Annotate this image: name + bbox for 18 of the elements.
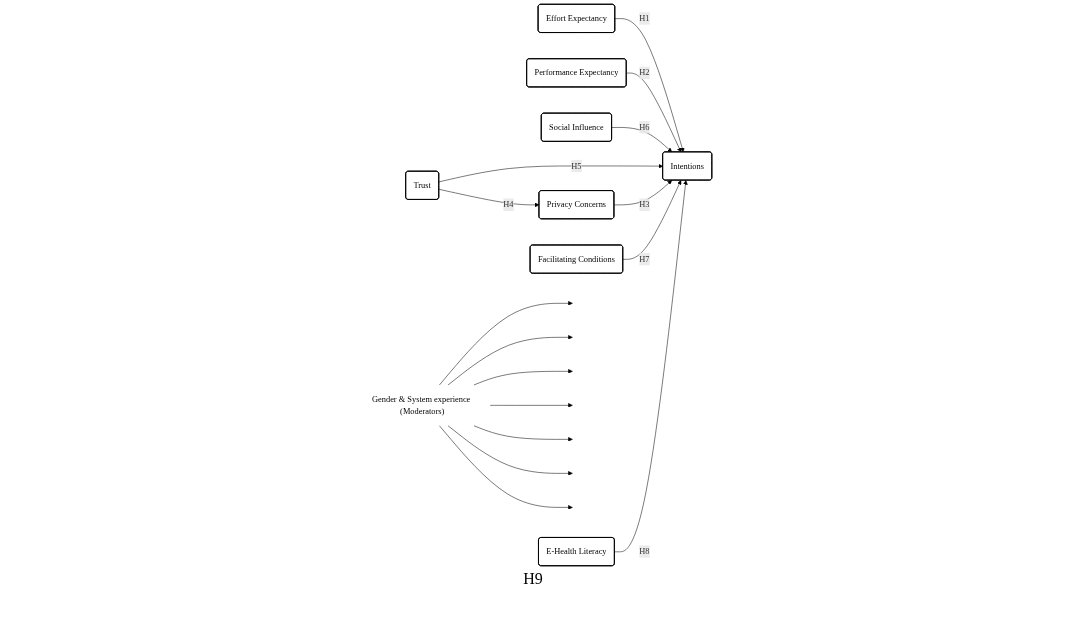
edge-label: H7 <box>639 254 650 264</box>
construct-box: Effort Expectancy <box>537 3 616 33</box>
hypothesis-label: H9 <box>523 570 543 587</box>
edge-label: H2 <box>639 68 650 78</box>
edge-label: H8 <box>639 546 650 556</box>
moderator-label: Gender & System experience (Moderators) <box>372 394 471 416</box>
edge-label: H4 <box>503 199 514 209</box>
construct-box: Trust <box>405 170 440 200</box>
edge-label: H1 <box>639 13 650 23</box>
construct-box: E-Health Literacy <box>538 537 615 567</box>
construct-box: Privacy Concerns <box>538 190 615 220</box>
construct-box: Performance Expectancy <box>526 58 627 88</box>
edge-label: H5 <box>571 161 582 171</box>
edge-label: H3 <box>639 199 650 209</box>
edge-label: H6 <box>639 122 650 132</box>
construct-box: Facilitating Conditions <box>529 244 624 274</box>
construct-box: Intentions <box>662 151 713 181</box>
construct-box: Social Influence <box>540 112 612 142</box>
